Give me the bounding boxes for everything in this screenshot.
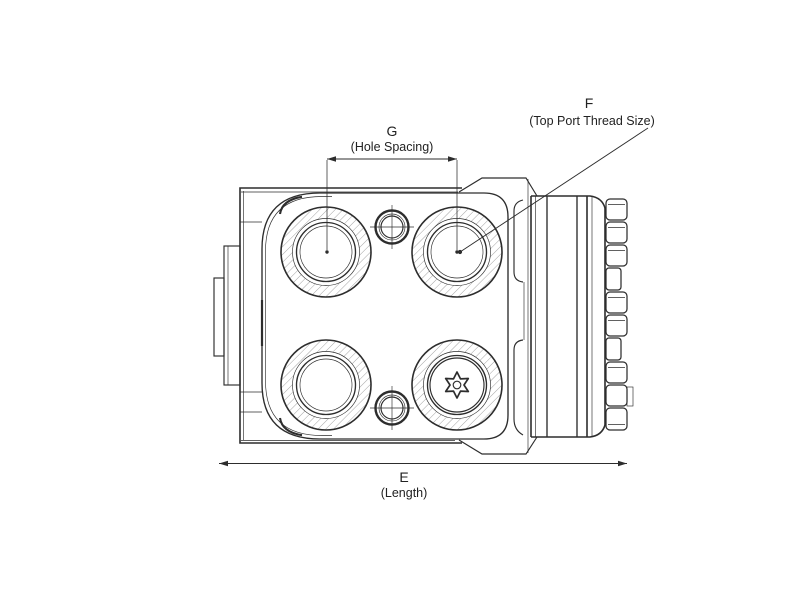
port-bottom-right-plugged [411,339,503,431]
dim-e-arrow-right [618,460,627,467]
bolt-head-narrow [605,337,622,361]
hole-crosshair [370,386,414,430]
torx-plug-socket [444,371,470,399]
end-cap [591,196,634,437]
face-plate-inner-contour [265,196,332,436]
callout-f: F (Top Port Thread Size) [457,95,655,255]
threaded-hole-bottom [370,386,414,430]
housing-shading-ticks [240,221,262,413]
mount-step-small [213,277,225,357]
port-thread-circle [295,354,357,416]
valve-cylinder-section [530,195,606,438]
threaded-hole-top [370,205,414,249]
dim-e-arrow-left [219,460,228,467]
side-tab [626,386,634,407]
port-counterbore-circle [292,218,360,286]
dim-g-center-dot-left [325,250,329,254]
port-outer-circle [411,339,503,431]
dim-g-symbol: G [387,123,398,139]
mount-step-outer [223,245,241,386]
plug-face-circle [429,357,485,413]
bottom-right-boss [458,436,538,455]
port-face-plate [260,192,509,440]
bolt-head [605,384,628,407]
port-outer-circle [280,206,372,298]
plug-center-hole [452,380,462,390]
dim-g-center-dot-right [455,250,459,254]
cylinder-bottom-edge [531,424,606,438]
bolt-head [605,221,628,244]
callout-f-leader-line [459,127,649,253]
port-thread-circle [295,221,357,283]
port-bore-circle [299,225,353,279]
hole-crosshair [370,205,414,249]
mounting-boss-left [213,245,241,386]
bolt-head [605,198,628,221]
bolt-head [605,244,628,267]
port-outer-circle [280,339,372,431]
dimension-g: G (Hole Spacing) [325,123,459,254]
dimension-e: E (Length) [219,460,627,500]
dim-e-label: (Length) [381,486,428,500]
bolt-head [605,407,628,431]
dim-g-label: (Hole Spacing) [351,140,434,154]
bolt-head [605,291,628,314]
corner-shade-top-left [278,195,303,215]
bolt-stack [605,198,634,431]
bolt-head [605,314,628,337]
right-rail-lower [513,339,524,436]
port-counterbore-circle [292,351,360,419]
port-bore-circle [299,358,353,412]
port-thread-circle [426,354,488,416]
dim-g-arrow-left [327,156,336,162]
dim-g-arrow-right [448,156,457,162]
callout-f-symbol: F [585,95,594,111]
cylinder-top-edge [531,195,606,209]
bolt-head [605,361,628,384]
port-bottom-left [280,339,372,431]
callout-f-leader-dot [457,249,463,255]
port-top-left [280,206,372,298]
port-counterbore-circle [423,351,491,419]
bolt-head-narrow [605,267,622,291]
right-rail-upper [513,199,524,283]
dim-e-symbol: E [399,469,408,485]
callout-f-label: (Top Port Thread Size) [529,114,655,128]
face-plate-outline [261,192,509,440]
corner-shade-bottom-left [278,417,303,437]
top-right-boss [458,177,538,197]
